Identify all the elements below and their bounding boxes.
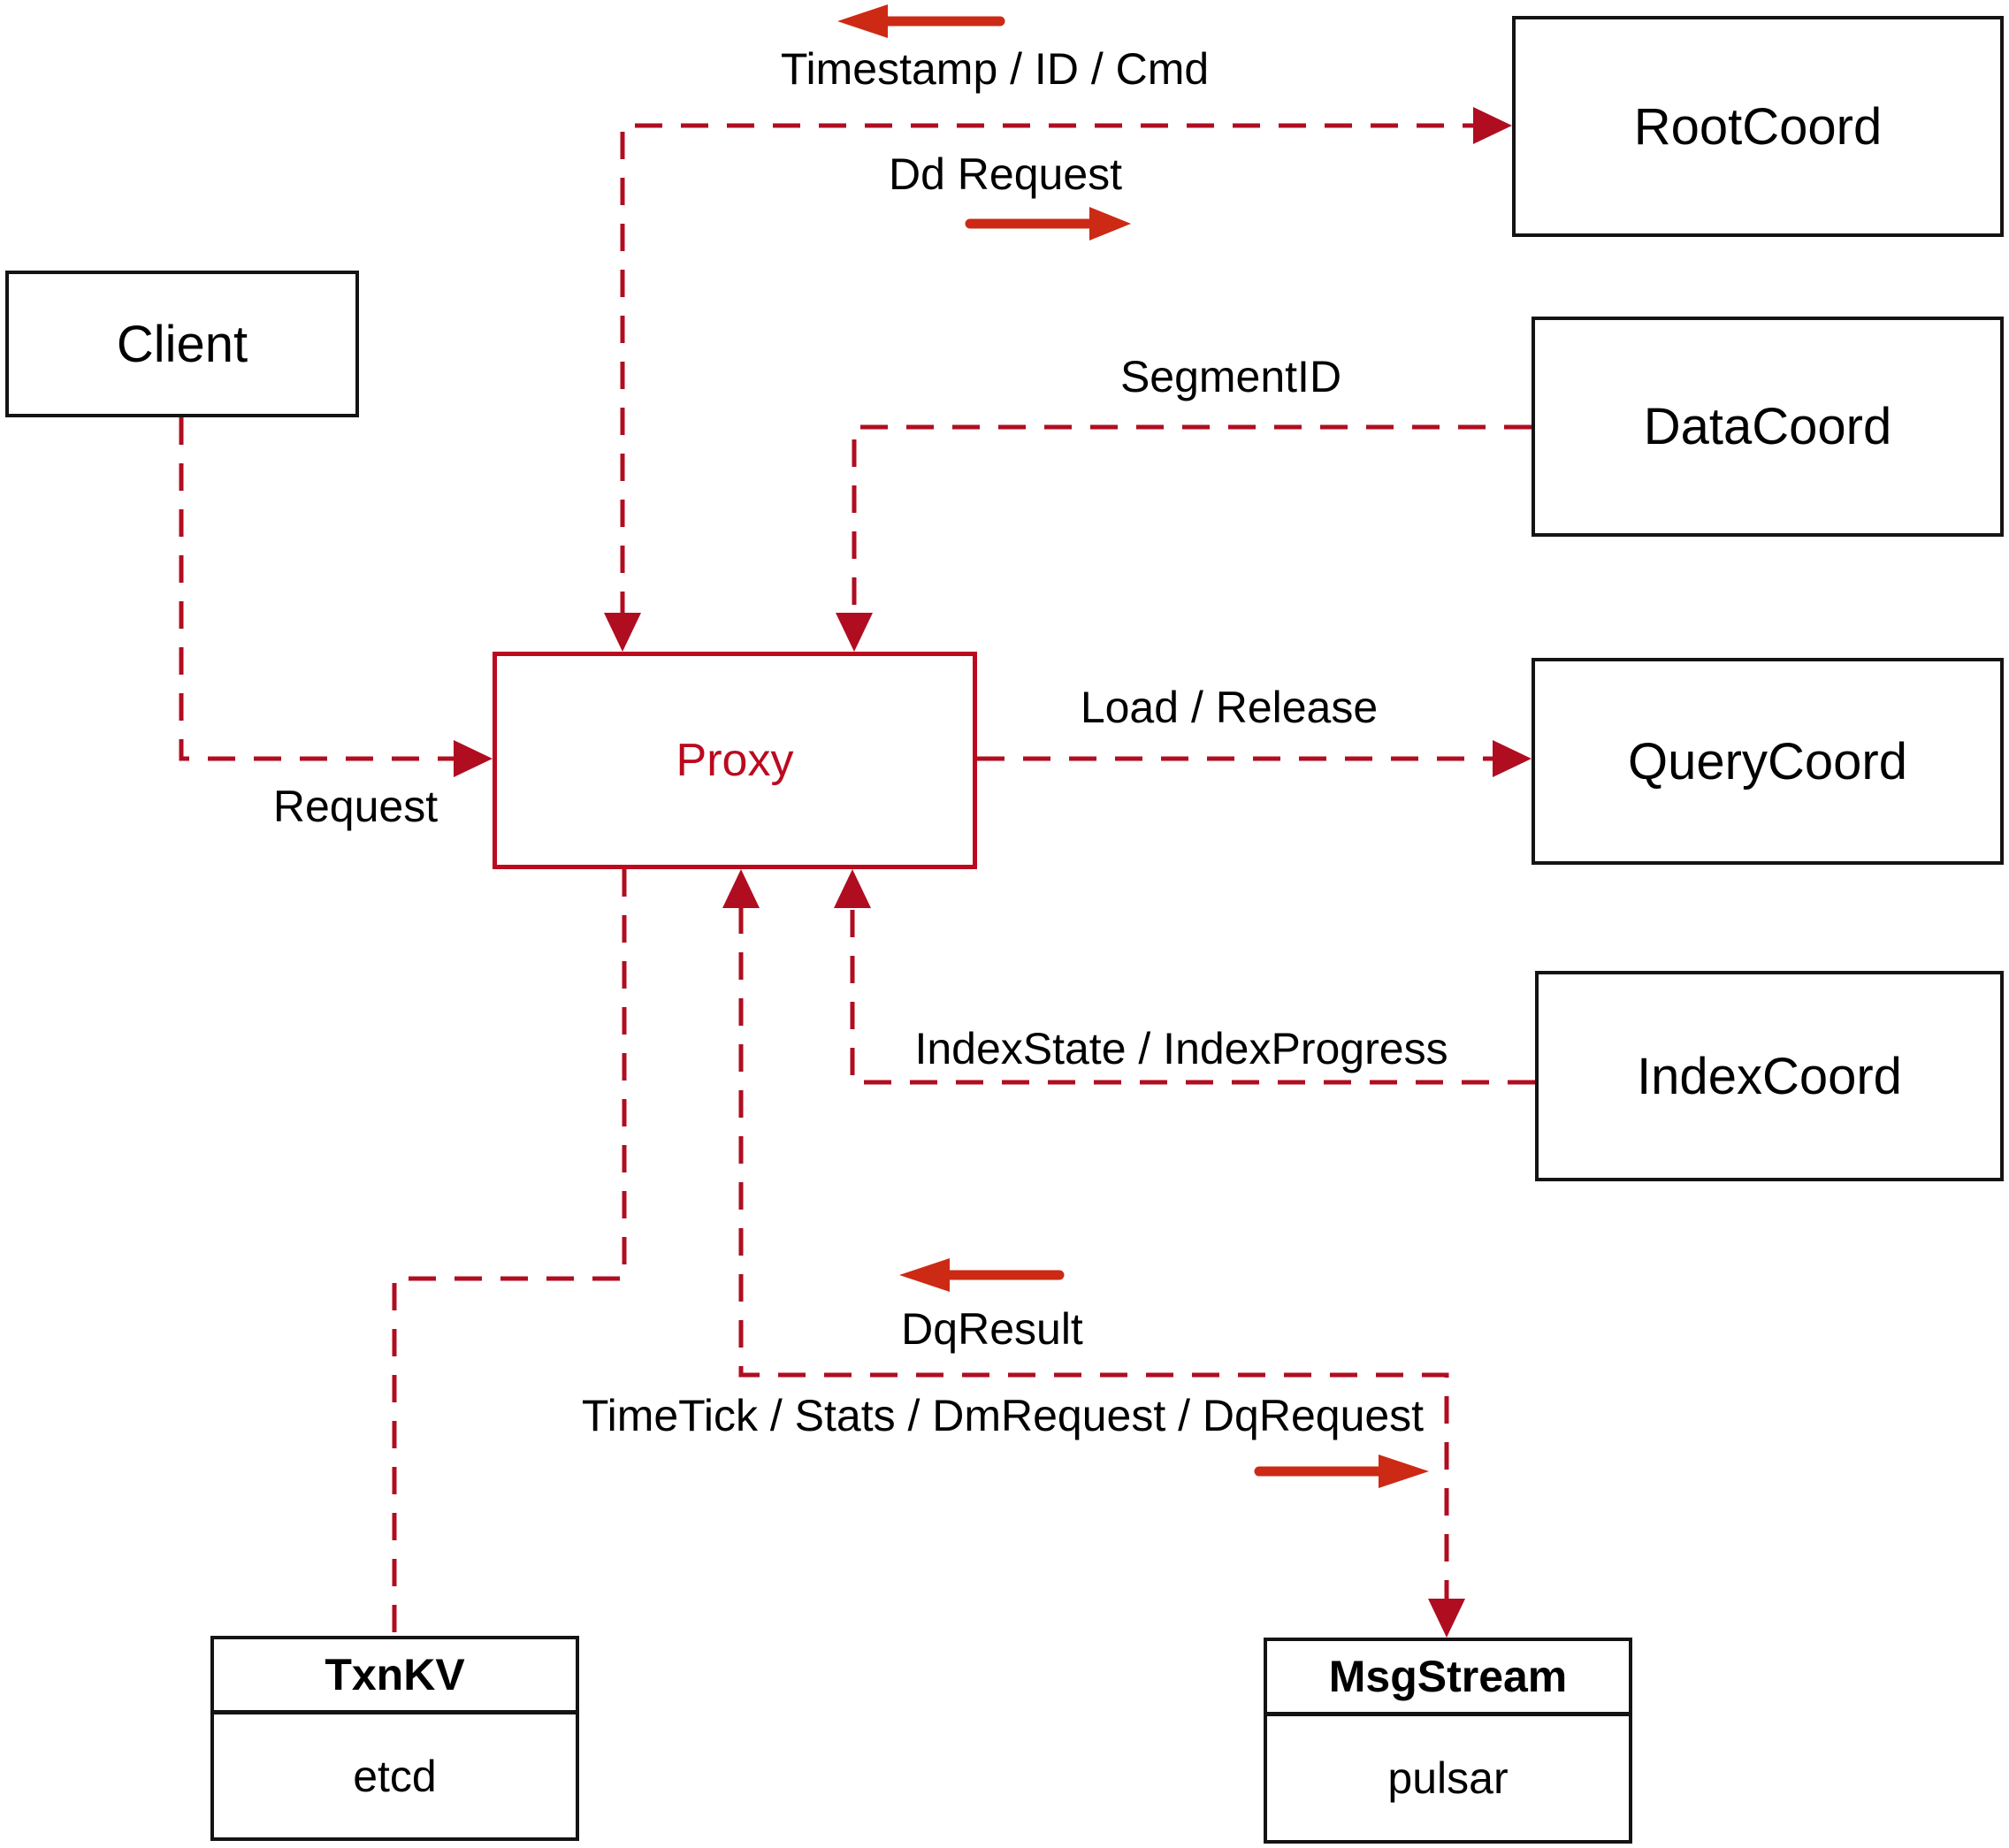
edge-label-dd-request: Dd Request [888, 149, 1123, 199]
edge-client-to-proxy-line [179, 417, 454, 761]
node-proxy-label: Proxy [676, 735, 794, 786]
edge-label-dqresult: DqResult [901, 1304, 1083, 1354]
arrowhead-into-proxy-bottom-right-icon [834, 869, 871, 908]
edge-label-load-release: Load / Release [1080, 683, 1379, 732]
dqresult-direction-left-arrow-icon [899, 1258, 950, 1292]
node-indexcoord: IndexCoord [1535, 971, 2004, 1181]
node-proxy: Proxy [493, 652, 977, 869]
node-rootcoord-label: RootCoord [1633, 97, 1883, 156]
node-querycoord-label: QueryCoord [1628, 732, 1907, 790]
edge-label-indexstate-indexprogress: IndexState / IndexProgress [914, 1024, 1448, 1073]
edge-proxy-to-txnkv-line [392, 869, 627, 1636]
node-datacoord-label: DataCoord [1643, 398, 1892, 455]
arrowhead-into-proxy-top-right-icon [836, 613, 873, 652]
dd-request-direction-right-arrow-icon [1089, 207, 1131, 241]
timetick-direction-right-arrow-icon [1379, 1455, 1429, 1488]
edge-label-request: Request [272, 782, 439, 831]
edge-label-segmentid: SegmentID [1119, 352, 1342, 401]
node-txnkv-title: TxnKV [214, 1639, 576, 1714]
node-client: Client [5, 271, 359, 417]
node-msgstream: MsgStream pulsar [1264, 1638, 1632, 1844]
arrowhead-into-msgstream-icon [1428, 1599, 1465, 1638]
edge-label-timetick-stats-dmrequest-dqrequest: TimeTick / Stats / DmRequest / DqRequest [581, 1391, 1425, 1440]
node-datacoord: DataCoord [1532, 317, 2004, 537]
node-querycoord: QueryCoord [1532, 658, 2004, 865]
arrowhead-into-rootcoord-icon [1473, 107, 1512, 144]
arrowhead-into-proxy-bottom-left-icon [722, 869, 760, 908]
edge-label-timestamp-id-cmd: Timestamp / ID / Cmd [780, 44, 1210, 94]
node-client-label: Client [116, 315, 248, 373]
edge-datacoord-to-proxy-line [852, 424, 1532, 619]
edge-indexcoord-to-proxy-line [850, 906, 1535, 1085]
timestamp-direction-left-arrow-icon [837, 4, 888, 38]
arrowhead-into-querycoord-icon [1493, 740, 1532, 777]
node-indexcoord-label: IndexCoord [1637, 1047, 1902, 1105]
node-msgstream-title: MsgStream [1267, 1641, 1629, 1716]
node-msgstream-impl: pulsar [1387, 1753, 1509, 1803]
edge-proxy-msgstream-line [738, 906, 1449, 1622]
node-txnkv: TxnKV etcd [210, 1636, 579, 1841]
node-txnkv-impl: etcd [353, 1751, 437, 1801]
edge-proxy-rootcoord-line [620, 123, 1473, 619]
node-rootcoord: RootCoord [1512, 16, 2004, 237]
arrowhead-into-proxy-top-left-icon [604, 613, 641, 652]
arrowhead-into-proxy-left-icon [454, 740, 493, 777]
